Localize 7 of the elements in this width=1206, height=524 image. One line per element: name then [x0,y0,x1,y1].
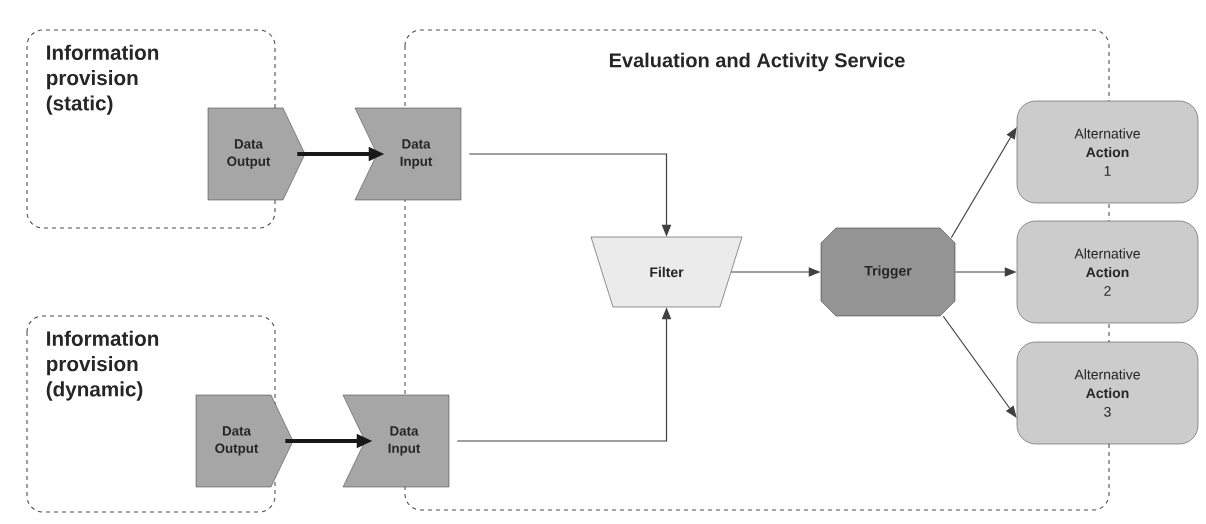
arrow [950,127,1017,239]
action-box: Alternative Action 2 [1016,220,1199,324]
trigger-octagon: Trigger [820,227,956,317]
action-box: Alternative Action 1 [1016,100,1199,204]
filter-trapezoid: Filter [590,236,743,308]
action-box: Alternative Action 3 [1016,341,1199,445]
arrow [942,315,1017,418]
